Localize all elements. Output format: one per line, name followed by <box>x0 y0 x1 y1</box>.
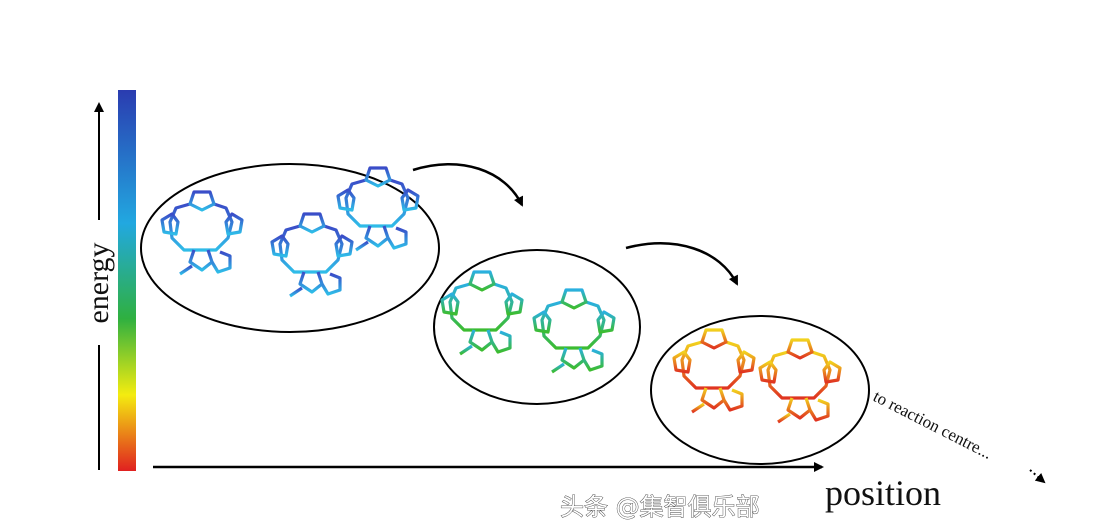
molecule <box>532 288 616 384</box>
watermark: 头条 @集智俱乐部 <box>560 493 760 521</box>
group-low-energy <box>650 315 870 465</box>
energy-axis: energy <box>82 102 115 470</box>
molecule <box>672 328 756 424</box>
position-axis: position <box>153 462 941 513</box>
dotted-arrow <box>1029 469 1046 484</box>
group-mid-energy <box>433 249 641 405</box>
molecule <box>160 190 244 286</box>
molecule <box>440 270 524 366</box>
position-axis-label: position <box>825 473 941 513</box>
molecule <box>270 212 354 308</box>
transfer-arrow <box>412 162 524 207</box>
molecule <box>758 338 842 434</box>
energy-colorbar <box>118 90 136 471</box>
transfer-arrow <box>625 242 739 286</box>
reaction-centre-annotation: to reaction centre... <box>870 387 995 463</box>
group-high-energy <box>140 163 440 333</box>
energy-axis-label: energy <box>82 242 115 323</box>
